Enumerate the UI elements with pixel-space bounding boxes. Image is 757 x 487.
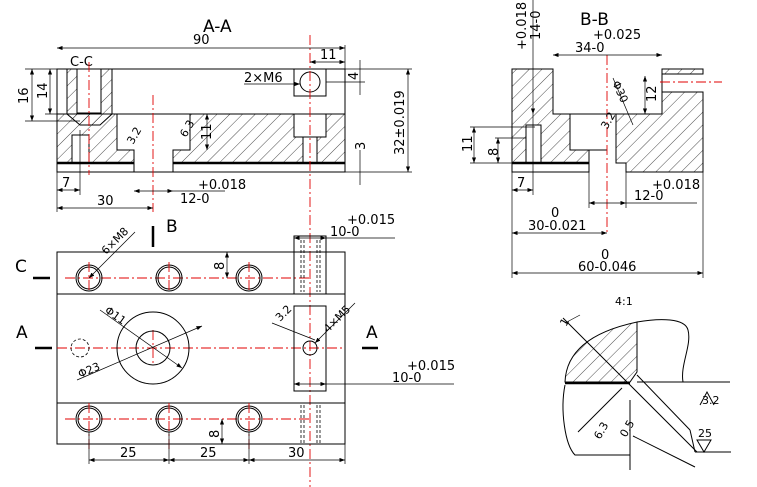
- dim-overall-length: 90: [193, 33, 210, 48]
- dim-width-tol: 0: [601, 248, 609, 263]
- hatched-section-right: [615, 91, 704, 173]
- dim-end-offset: 30: [288, 446, 305, 461]
- dim-pitch-1: 25: [120, 446, 137, 461]
- dim-pin-offset: 7: [517, 176, 525, 191]
- section-bb-view: B-B +0.018 14-0 +0.025 34-0 Φ30 12 3.2 1…: [461, 0, 722, 278]
- hatched-section-middle: [172, 113, 304, 164]
- section-label-b: B: [166, 217, 178, 237]
- key-block: [293, 305, 327, 392]
- dim-outer-dia: Φ23: [76, 360, 102, 381]
- dim-key-mid-tol: +0.015: [407, 359, 455, 374]
- dim-step-height: 12: [645, 85, 660, 102]
- dim-slot-tol: +0.025: [593, 28, 641, 43]
- dim-slot-depth: 11: [200, 123, 215, 140]
- view-title-aa: A-A: [203, 17, 232, 37]
- hidden-pin-hole: [70, 338, 90, 358]
- dim-edge-top: 8: [213, 262, 228, 270]
- dim-half-tol: 0: [551, 206, 559, 221]
- detail-chamfer: 1: [557, 316, 572, 329]
- detail-view: 4:1 1 0.5 3.2 25 6.3: [557, 295, 731, 470]
- section-label-a-left: A: [16, 323, 28, 343]
- dim-pin-depth: 8: [487, 148, 502, 156]
- dim-height: 32±0.019: [393, 90, 408, 155]
- dim-key-top: 10-0: [330, 225, 360, 240]
- dim-total-depth: 16: [17, 87, 32, 104]
- dim-slot-width-tol: +0.018: [198, 178, 246, 193]
- pin-hole: [525, 124, 542, 164]
- dim-bottom-tol: +0.018: [652, 178, 700, 193]
- view-title-bb: B-B: [580, 10, 609, 30]
- dim-edge-bottom: 8: [208, 430, 223, 438]
- detail-roughness-c: 6.3: [591, 420, 611, 442]
- section-label-c: C: [15, 257, 27, 277]
- dim-key-top-tol: +0.015: [347, 213, 395, 228]
- section-aa-view: A-A C-C 90 11 2×M6 4: [17, 17, 412, 487]
- roughness-plan: 3.2: [273, 303, 295, 325]
- counterbore-inner: [135, 330, 171, 366]
- dim-base-step: 3: [354, 142, 369, 150]
- dim-slot-width: 12-0: [180, 192, 210, 207]
- dim-pin-offset: 7: [62, 176, 70, 191]
- dim-key-mid: 10-0: [392, 371, 422, 386]
- section-label-a-right: A: [366, 323, 378, 343]
- dim-slot-width: 34-0: [575, 41, 605, 56]
- plan-view: C A A B 6×M8 8 8 Φ11 Φ23 4×M5 3.2 +0.015…: [15, 213, 455, 464]
- thread-note-m6: 2×M6: [244, 71, 283, 86]
- dim-bottom-slot: 12-0: [634, 189, 664, 204]
- dim-center-offset: 30: [97, 194, 114, 209]
- hatched-detail: [564, 321, 638, 383]
- roughness-b: 3.2: [598, 110, 618, 132]
- dim-left-height: 11: [461, 135, 476, 152]
- counterbore-outer: [116, 311, 190, 385]
- hatched-section-left: [511, 68, 590, 164]
- view-title-cc: C-C: [70, 55, 93, 70]
- pin-hole: [71, 134, 90, 164]
- dim-inner-dia: Φ11: [102, 304, 128, 328]
- dim-half-width: 30-0.021: [528, 219, 586, 234]
- roughness-3-2: 3.2: [124, 125, 144, 147]
- m5-hole: [302, 340, 318, 356]
- detail-roughness-b: 25: [698, 427, 712, 440]
- dim-diameter: Φ30: [609, 79, 630, 105]
- dim-top-tol: +0.018: [515, 2, 530, 50]
- dim-hole-depth: 4: [347, 72, 362, 80]
- dim-pitch-2: 25: [200, 446, 217, 461]
- dim-top-value: 14-0: [529, 10, 544, 40]
- dim-hole-offset: 11: [320, 48, 337, 63]
- dim-thread-depth: 14: [36, 82, 51, 99]
- detail-roughness-a: 3.2: [702, 394, 720, 407]
- detail-scale: 4:1: [615, 295, 633, 308]
